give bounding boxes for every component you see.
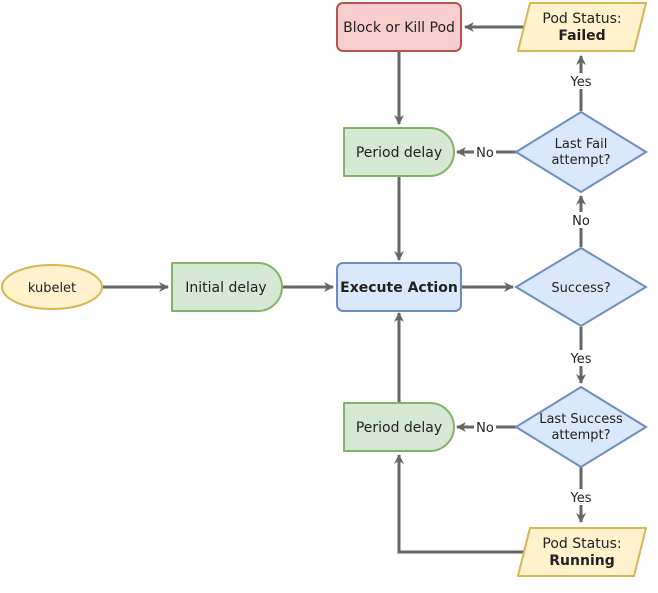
node-execute-action-label: Execute Action	[340, 280, 458, 296]
node-kubelet-label: kubelet	[28, 281, 76, 296]
node-pod-status-failed-line1: Pod Status:	[542, 11, 621, 27]
node-period-delay-top-label: Period delay	[356, 145, 442, 161]
edge-label-no-period-top: No	[476, 146, 494, 161]
node-last-fail-decision[interactable]: Last Fail attempt?	[514, 110, 648, 194]
node-period-delay-bottom[interactable]: Period delay	[343, 402, 455, 452]
edge-label-yes-running: Yes	[570, 491, 592, 506]
node-period-delay-bottom-label: Period delay	[356, 420, 442, 436]
edge-label-no-period-bottom: No	[476, 421, 494, 436]
node-block-or-kill-pod[interactable]: Block or Kill Pod	[336, 2, 462, 52]
node-pod-status-running-line2: Running	[549, 553, 614, 569]
edge-label-yes-last-success: Yes	[570, 352, 592, 367]
node-block-or-kill-label: Block or Kill Pod	[343, 20, 455, 36]
node-pod-status-failed[interactable]: Pod Status: Failed	[517, 2, 647, 52]
edge-running-to-period-bottom	[394, 454, 527, 554]
edge-label-no-last-fail: No	[572, 214, 590, 229]
node-pod-status-running[interactable]: Pod Status: Running	[517, 527, 647, 577]
node-kubelet[interactable]: kubelet	[1, 264, 103, 310]
node-initial-delay[interactable]: Initial delay	[171, 262, 283, 312]
node-last-success-label-line1: Last Success	[539, 412, 623, 427]
node-period-delay-top[interactable]: Period delay	[343, 127, 455, 177]
node-last-fail-label-line1: Last Fail	[555, 137, 608, 152]
node-initial-delay-label: Initial delay	[185, 280, 266, 296]
node-pod-status-running-line1: Pod Status:	[542, 536, 621, 552]
node-last-success-decision[interactable]: Last Success attempt?	[514, 385, 648, 469]
node-last-success-label-line2: attempt?	[551, 428, 610, 443]
node-last-fail-label-line2: attempt?	[551, 153, 610, 168]
node-success-decision[interactable]: Success?	[514, 246, 648, 328]
node-pod-status-failed-line2: Failed	[558, 28, 605, 44]
node-execute-action[interactable]: Execute Action	[336, 262, 462, 312]
node-success-label: Success?	[551, 281, 610, 296]
edge-label-yes-failed: Yes	[570, 75, 592, 90]
